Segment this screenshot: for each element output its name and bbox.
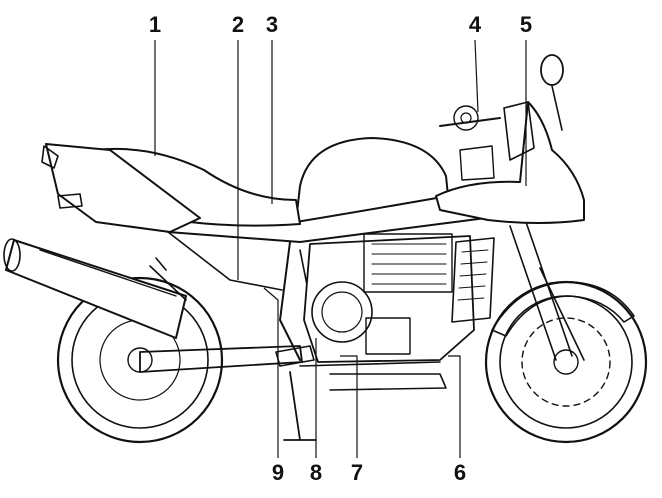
callout-5: 5 — [519, 12, 533, 37]
front-fairing — [435, 101, 585, 224]
radiator — [451, 237, 495, 323]
rear-cowl — [45, 143, 201, 233]
callout-6: 6 — [453, 460, 467, 485]
side-stand — [283, 371, 317, 441]
windscreen — [503, 101, 535, 161]
callout-1: 1 — [148, 12, 162, 37]
front-fender — [491, 281, 635, 337]
fuel-tank — [295, 137, 449, 223]
callout-8: 8 — [309, 460, 323, 485]
callout-4: 4 — [468, 12, 482, 37]
front-forks — [509, 221, 585, 361]
rear-shock — [149, 257, 187, 301]
leader-lines — [154, 39, 527, 458]
rear-turn-signal — [57, 193, 83, 209]
handlebar — [439, 105, 501, 181]
mirror — [540, 54, 564, 131]
callout-3: 3 — [265, 12, 279, 37]
callout-7: 7 — [350, 460, 364, 485]
exhaust-headers — [299, 361, 447, 391]
callout-2: 2 — [231, 12, 245, 37]
callout-9: 9 — [271, 460, 285, 485]
engine — [303, 233, 475, 363]
muffler — [3, 238, 187, 339]
footrest — [275, 345, 315, 367]
tail-light — [41, 145, 59, 169]
